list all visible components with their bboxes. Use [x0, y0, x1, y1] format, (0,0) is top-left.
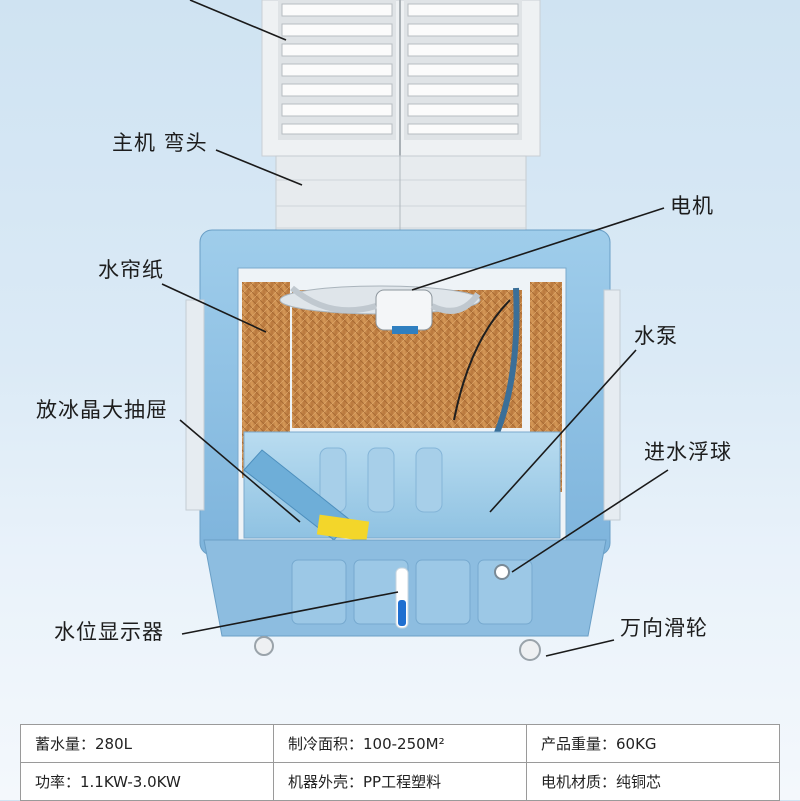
fan-motor: [279, 285, 481, 334]
leader-lines: [161, 0, 669, 657]
spec-cell: 功率：1.1KW-3.0KW: [20, 762, 274, 801]
label-curtain-paper: 水帘纸: [98, 258, 164, 282]
label-motor: 电机: [670, 194, 714, 218]
ice-drawer: [243, 449, 370, 542]
spec-cell: 产品重量：60KG: [526, 724, 780, 763]
label-casters: 万向滑轮: [620, 616, 708, 640]
top-housing: [261, 0, 541, 157]
label-elbow: 主机 弯头: [112, 131, 208, 155]
spec-row: 蓄水量：280L 制冷面积：100-250M² 产品重量：60KG: [20, 724, 780, 763]
spec-table: 蓄水量：280L 制冷面积：100-250M² 产品重量：60KG 功率：1.1…: [20, 724, 780, 801]
air-cooler-illustration: [161, 0, 669, 661]
louvres-right: [407, 3, 519, 135]
spec-cell: 电机材质：纯铜芯: [526, 762, 780, 801]
water-level-indicator: [395, 567, 409, 629]
louvres-left: [281, 3, 393, 135]
float-ball: [494, 564, 510, 580]
spec-cell: 机器外壳：PP工程塑料: [273, 762, 527, 801]
spec-cell: 蓄水量：280L: [20, 724, 274, 763]
label-pump: 水泵: [634, 324, 678, 348]
label-float-ball: 进水浮球: [644, 440, 732, 464]
label-ice-drawer: 放冰晶大抽屉: [36, 398, 168, 422]
spec-cell: 制冷面积：100-250M²: [273, 724, 527, 763]
casters: [254, 636, 541, 661]
label-level-indicator: 水位显示器: [54, 620, 164, 644]
spec-row: 功率：1.1KW-3.0KW 机器外壳：PP工程塑料 电机材质：纯铜芯: [20, 762, 780, 801]
